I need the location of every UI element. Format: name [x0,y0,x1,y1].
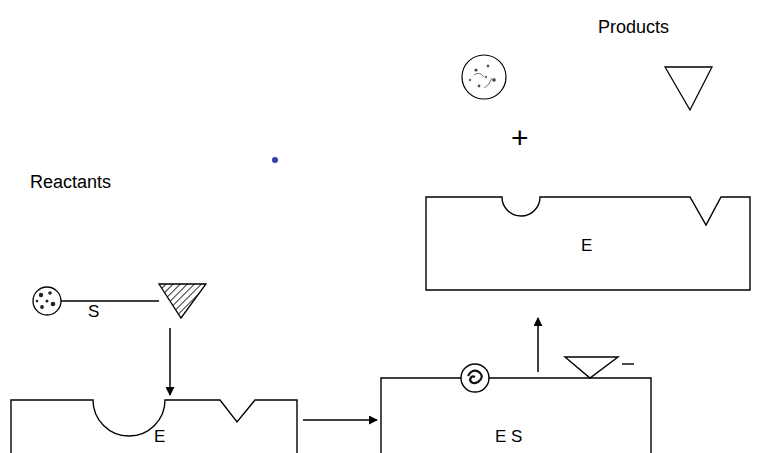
circle-speck [39,293,43,297]
node-outline [28,280,213,328]
stage-heading: Reactants [30,172,111,193]
stage-heading: Products [598,17,669,38]
substrate: S [28,280,213,328]
enzyme-substrate-complex: E S [380,376,652,453]
enzyme-outline [11,400,297,453]
node-label: E S [495,427,522,447]
substrate-triangle [159,284,206,318]
node-label: S [88,302,99,322]
circle-speck [51,302,56,307]
stray-dot [272,157,278,163]
enzyme-block: E [425,195,751,292]
enzyme-block: E [10,398,298,453]
plus-sign: + [511,121,529,156]
node-label: E [581,236,592,256]
flow-arrow [537,318,539,372]
circle-speck [48,291,52,295]
complex-outline [381,378,651,453]
dash-mark [622,363,634,364]
circle-speck [36,300,39,303]
product-circle [462,55,506,99]
circle-speck [46,300,49,303]
bound-circle-mark [468,371,482,383]
enzyme-outline [426,197,750,290]
bound-triangle [565,357,618,378]
bound-circle [461,364,489,392]
node-label: E [154,427,165,447]
substrate-bond [61,300,159,301]
flow-arrow [303,419,377,421]
product-triangle [665,67,712,110]
flow-arrow [169,328,171,395]
circle-speck [40,305,44,309]
substrate-circle [33,287,61,315]
